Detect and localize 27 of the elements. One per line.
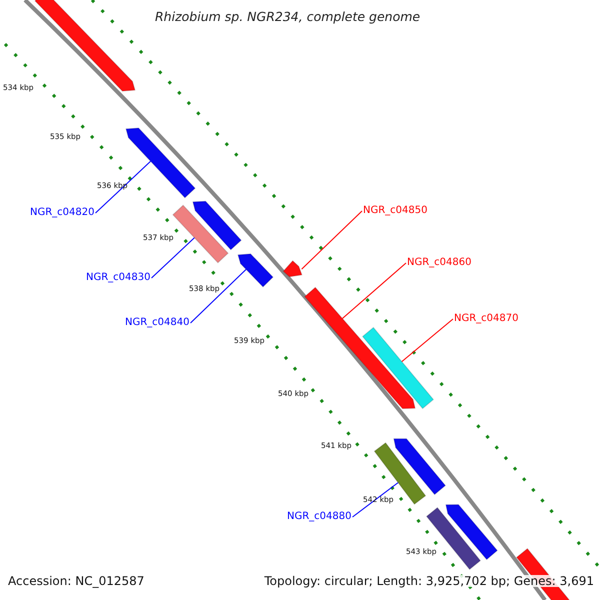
gene-feature — [362, 326, 434, 410]
leader-line — [342, 262, 406, 319]
gene-feature — [172, 204, 229, 264]
gene-label: NGR_c04840 — [125, 318, 190, 328]
gene-label: NGR_c04860 — [407, 258, 472, 268]
leader-line — [190, 268, 247, 324]
gene-feature — [445, 504, 498, 560]
gene-label: NGR_c04820 — [30, 208, 94, 218]
gene-label: NGR_c04850 — [363, 206, 428, 216]
leader-line — [95, 160, 152, 214]
gene-feature — [237, 253, 274, 288]
gene-label: NGR_c04830 — [86, 273, 150, 283]
leader-line — [352, 482, 399, 518]
gene-feature — [426, 506, 482, 570]
gene-label: NGR_c04880 — [287, 512, 352, 522]
gene-feature — [282, 260, 303, 278]
info-text: Topology: circular; Length: 3,925,702 bp; Genes: 3,691 — [264, 575, 594, 587]
gene-feature — [192, 200, 242, 250]
leader-line — [401, 318, 454, 362]
gene-label: NGR_c04870 — [454, 314, 518, 324]
gene-feature — [125, 127, 196, 198]
info-text: Accession: NC_012587 — [8, 575, 144, 587]
diagram-title: Rhizobium sp. NGR234, complete genome — [155, 11, 420, 24]
gene-feature — [393, 438, 446, 496]
leader-line — [151, 237, 195, 278]
leader-line — [301, 210, 362, 270]
gene-feature — [34, 0, 136, 92]
